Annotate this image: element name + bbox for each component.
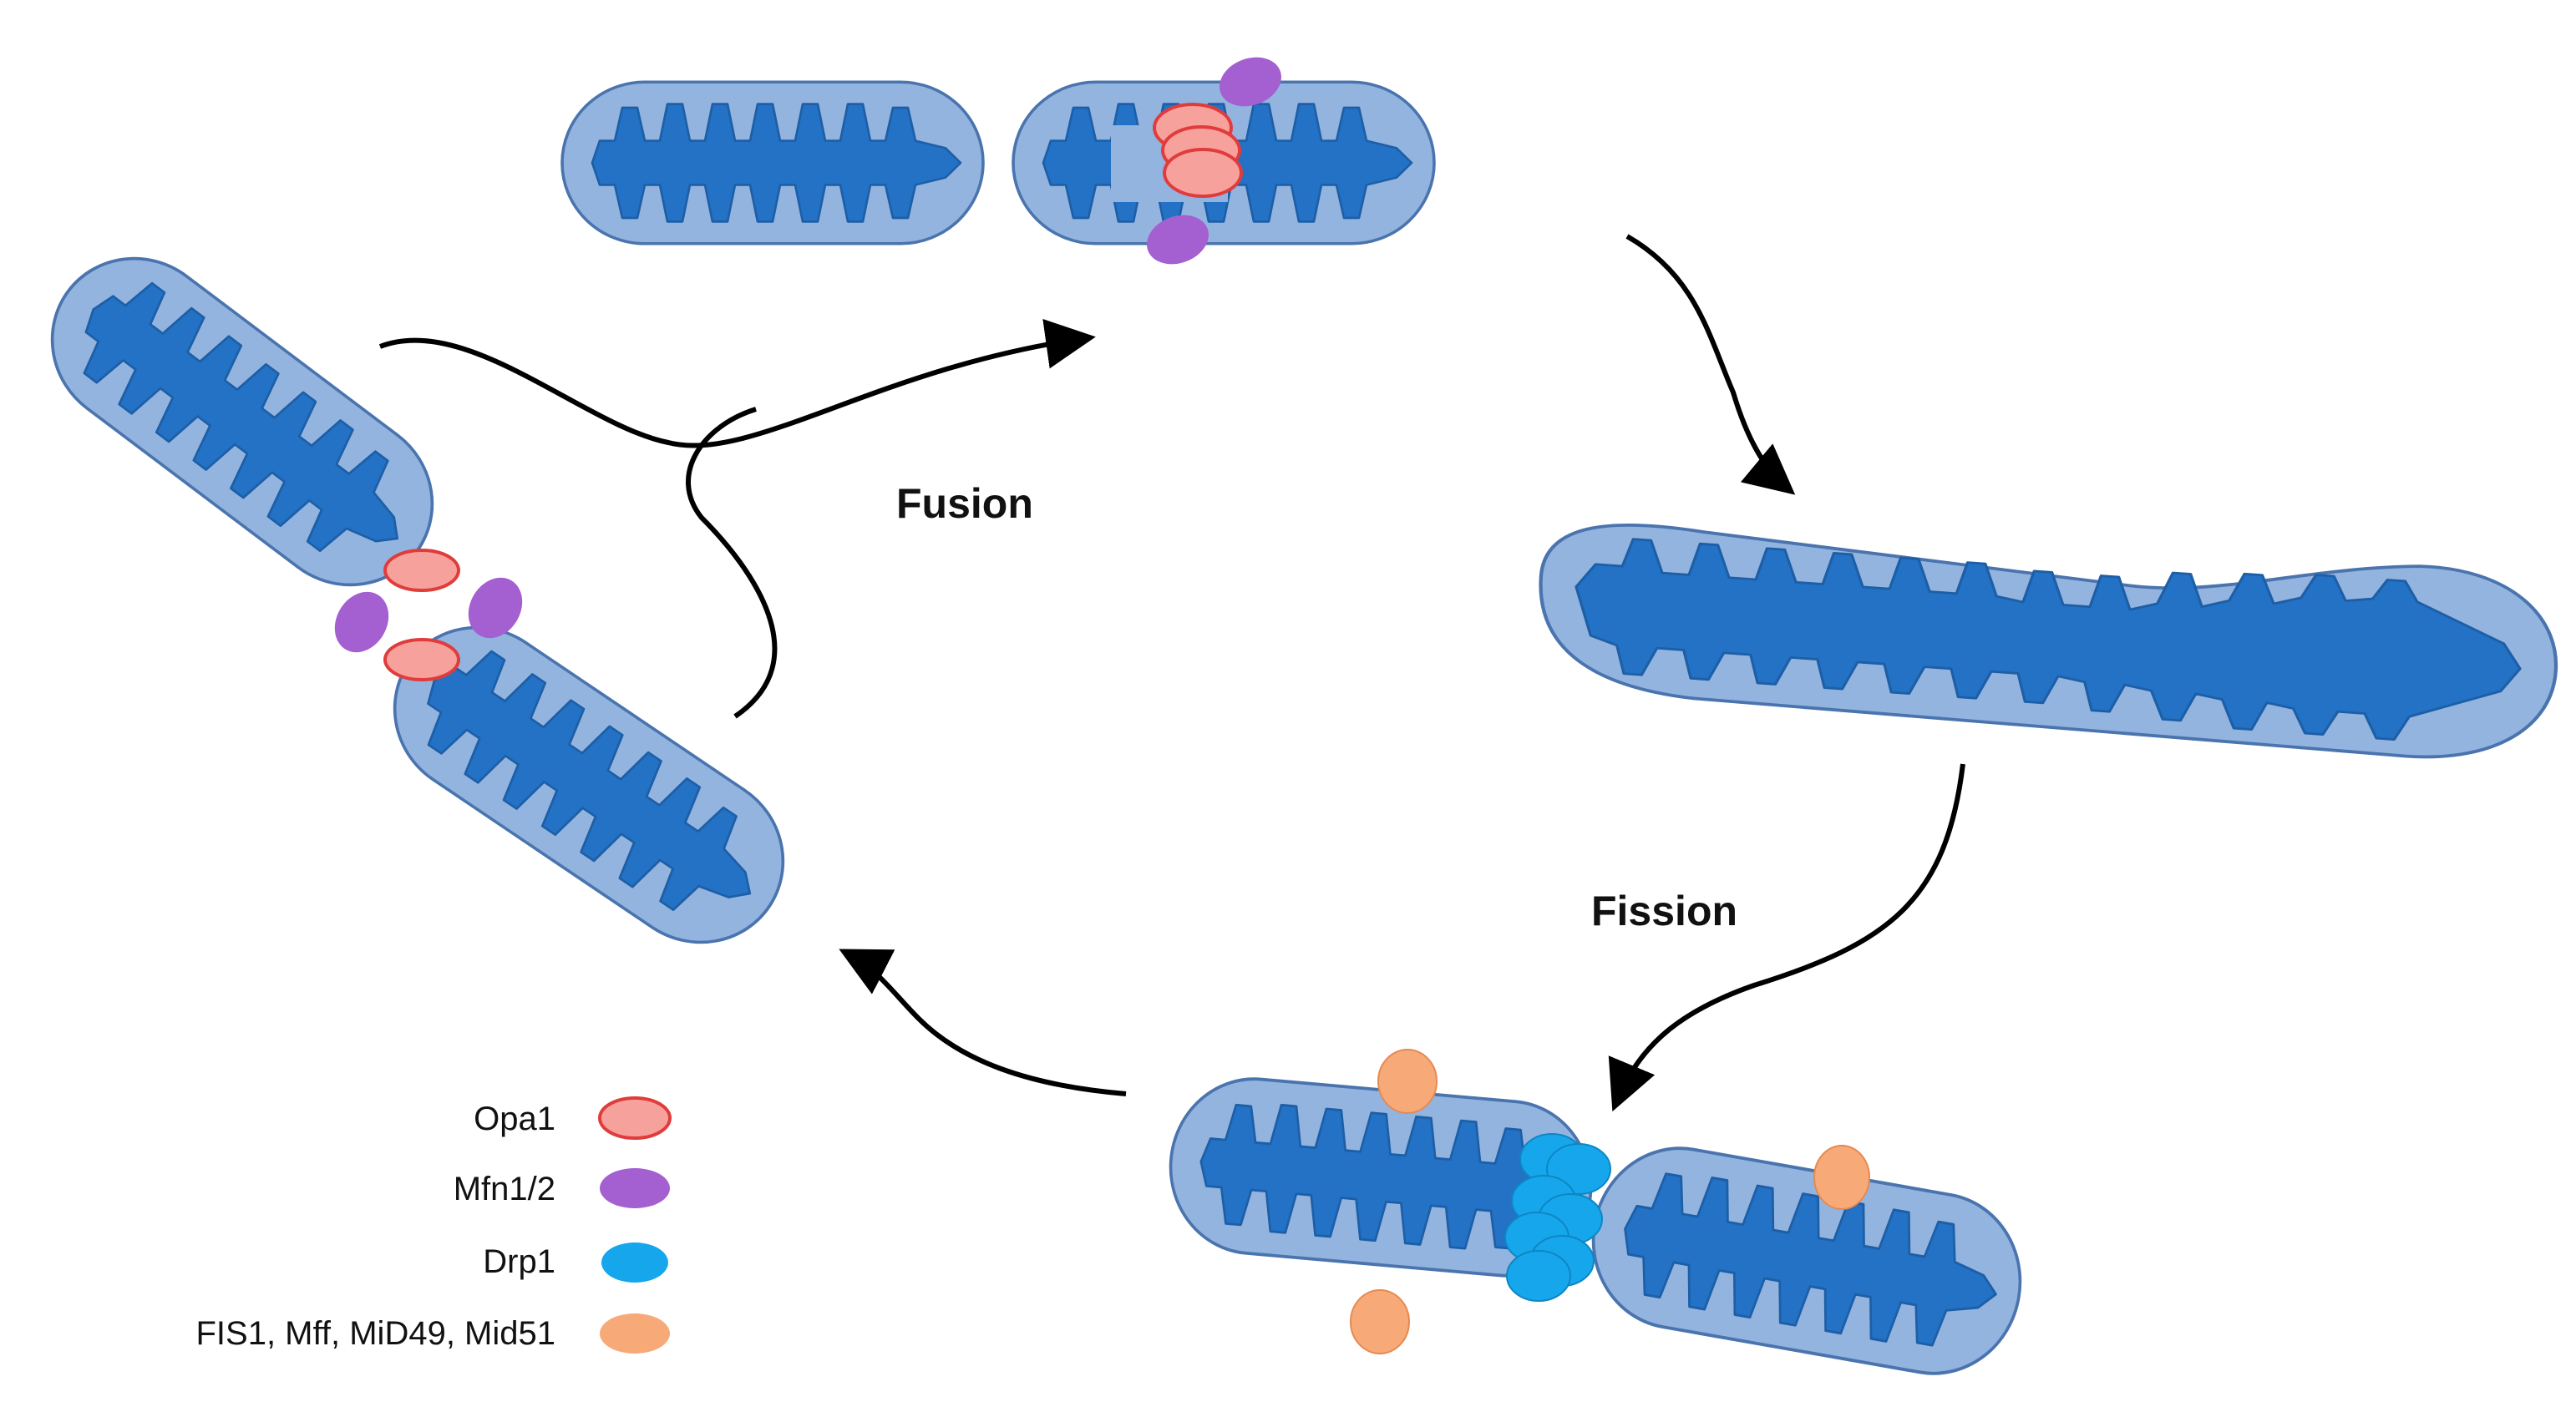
fission-arrow <box>1608 763 1965 1112</box>
fusion-arrow <box>378 318 1096 719</box>
legend-swatch-drp1 <box>601 1242 668 1283</box>
legend-label-opa1: Opa1 <box>474 1101 555 1137</box>
adaptor-protein <box>1350 1289 1410 1354</box>
mfn-protein <box>334 591 389 653</box>
mfn-protein <box>468 577 523 639</box>
mfn-protein <box>1220 57 1281 107</box>
drp1-protein <box>1506 1250 1571 1302</box>
legend-label-mfn: Mfn1/2 <box>454 1171 555 1207</box>
opa1-protein <box>1163 148 1243 198</box>
legend-label-drp1: Drp1 <box>483 1243 555 1280</box>
separate-mitochondria-left <box>17 223 818 977</box>
opa1-protein <box>383 549 460 592</box>
fusing-mitochondrion-top <box>560 57 1436 265</box>
opa1-protein <box>383 638 460 681</box>
arrow-top-to-right <box>1625 234 1796 495</box>
legend: Opa1 Mfn1/2 Drp1 FIS1, Mff, MiD49, Mid51 <box>195 1096 672 1354</box>
adaptor-protein <box>1813 1145 1870 1210</box>
legend-label-adaptors: FIS1, Mff, MiD49, Mid51 <box>195 1315 555 1352</box>
arrow-bottom-to-left <box>839 949 1127 1096</box>
elongated-mitochondrion <box>1533 505 2563 767</box>
fusion-label: Fusion <box>896 480 1033 527</box>
legend-swatch-adaptors <box>600 1313 670 1354</box>
legend-swatch-opa1 <box>598 1096 672 1140</box>
legend-swatch-mfn <box>600 1168 670 1208</box>
dividing-mitochondrion-bottom <box>1161 1049 2036 1389</box>
mfn-protein <box>1147 215 1209 265</box>
fission-label: Fission <box>1591 888 1737 934</box>
adaptor-protein <box>1377 1049 1438 1114</box>
